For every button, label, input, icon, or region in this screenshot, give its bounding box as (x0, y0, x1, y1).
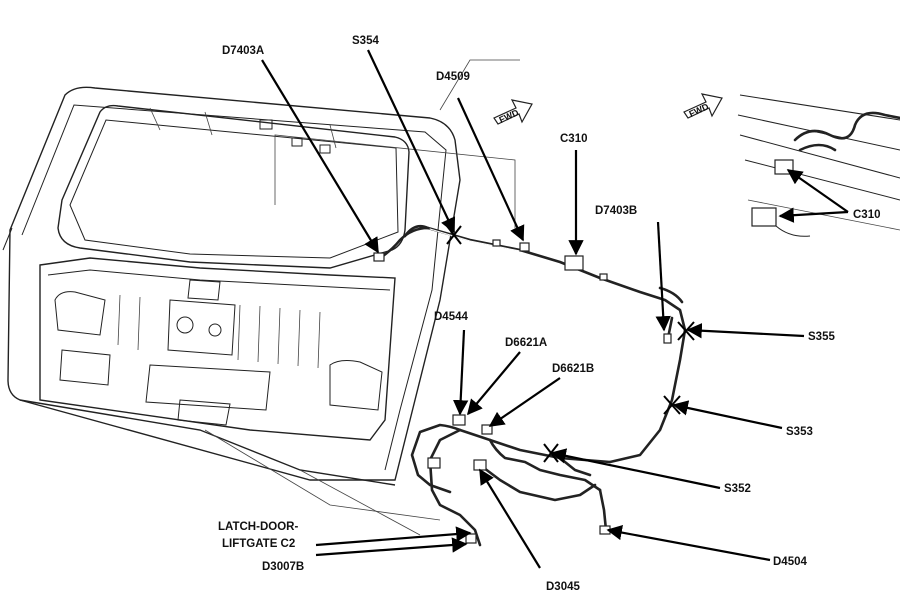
label-c310-main: C310 (560, 133, 588, 145)
leader-lines (261, 49, 849, 569)
label-s355: S355 (808, 331, 835, 343)
liftgate-outline (2, 59, 520, 536)
fwd-arrow-main: FWD (493, 99, 533, 125)
wiring-harness (373, 224, 687, 547)
label-d7403a: D7403A (222, 45, 264, 57)
label-latch-door-line1: LATCH-DOOR- (218, 521, 298, 533)
label-d4544: D4544 (434, 311, 468, 323)
label-d7403b: D7403B (595, 205, 637, 217)
label-d3045: D3045 (546, 581, 580, 593)
label-s354: S354 (352, 35, 379, 47)
label-c310-detail: C310 (853, 209, 881, 221)
label-d4509: D4509 (436, 71, 470, 83)
label-d6621b: D6621B (552, 363, 594, 375)
fwd-arrow-detail: FWD (683, 93, 723, 119)
label-d6621a: D6621A (505, 337, 547, 349)
c310-detail-view (737, 94, 900, 237)
label-s353: S353 (786, 426, 813, 438)
label-s352: S352 (724, 483, 751, 495)
label-latch-door-line2: LIFTGATE C2 (222, 538, 295, 550)
label-d3007b: D3007B (262, 561, 304, 573)
label-d4504: D4504 (773, 556, 807, 568)
